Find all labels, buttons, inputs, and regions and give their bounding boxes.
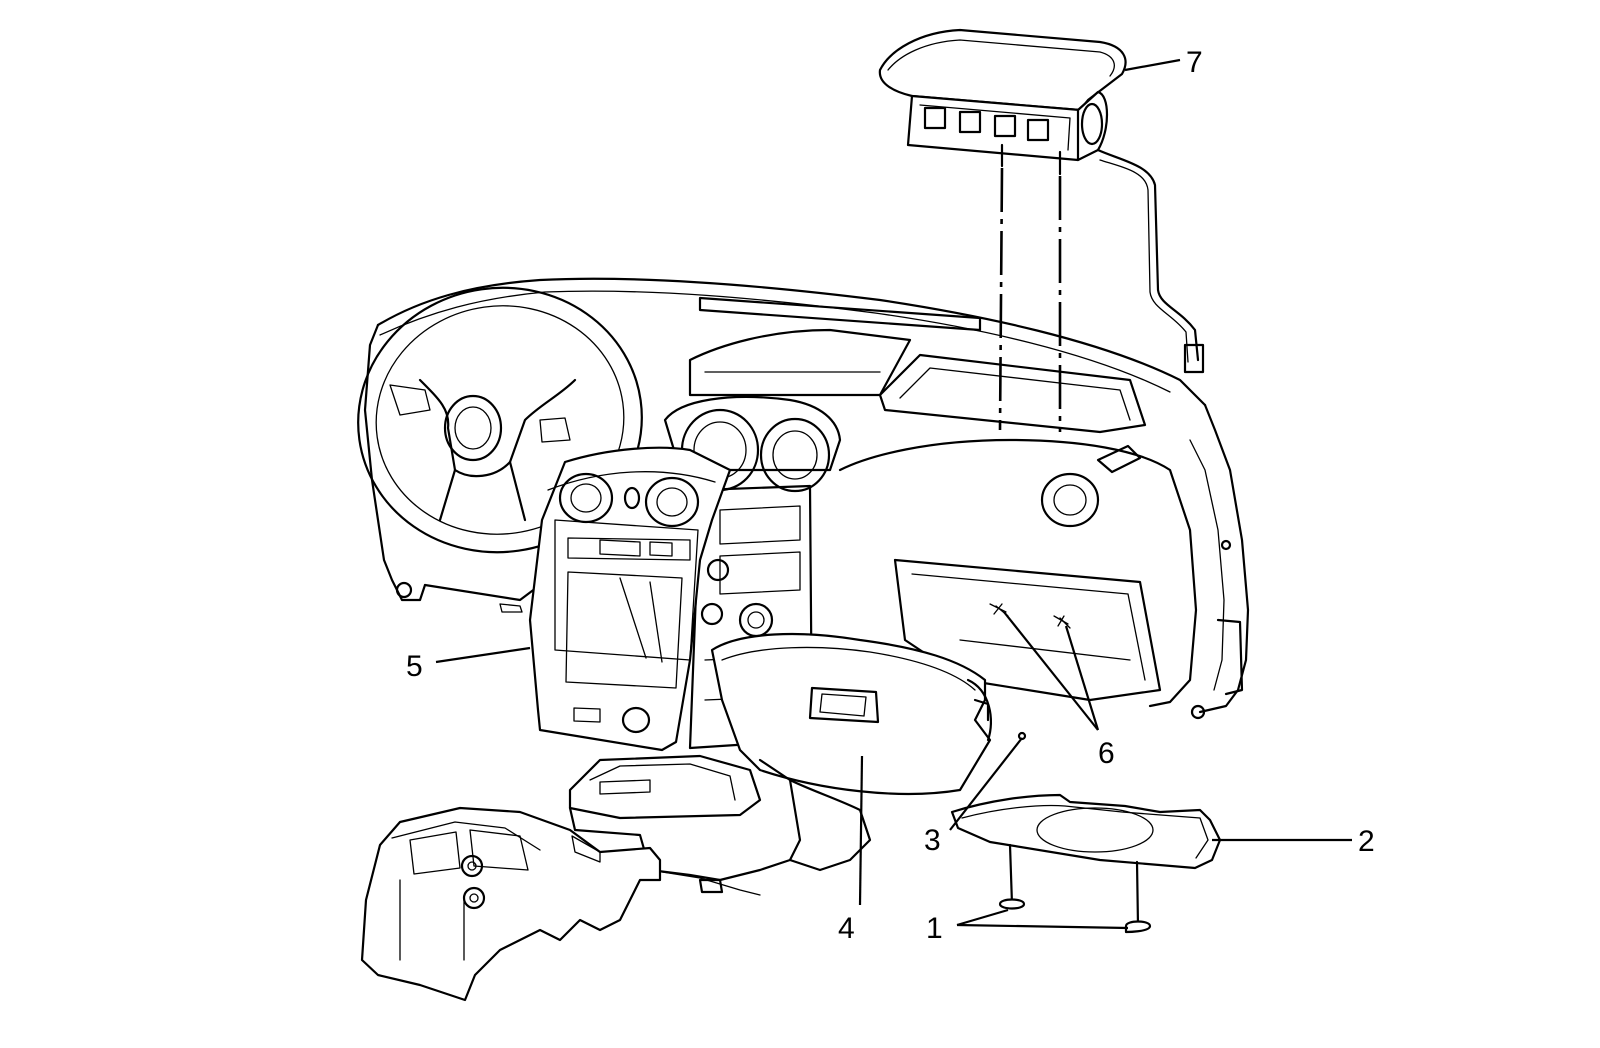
leader-6b: [1064, 625, 1100, 731]
airbag-module-part-7: [878, 28, 1205, 374]
callout-5: 5: [406, 650, 423, 683]
steering-wheel: [357, 286, 643, 554]
leader-3: [949, 737, 1023, 831]
leader-7: [1124, 58, 1181, 72]
callout-3: 3: [924, 824, 941, 857]
center-bezel-part-5: [528, 446, 732, 752]
leader-6a: [1003, 611, 1099, 731]
callout-4: 4: [838, 912, 855, 945]
insulator-panel-part-2: [950, 793, 1222, 870]
leader-1b: [956, 923, 1129, 930]
callout-1: 1: [926, 912, 943, 945]
callout-6: 6: [1098, 737, 1115, 770]
leader-1a: [956, 908, 1009, 927]
instrument-panel: [363, 277, 1250, 720]
leader-5: [435, 646, 531, 664]
callout-2: 2: [1358, 825, 1375, 858]
callout-7: 7: [1186, 46, 1203, 79]
glove-box-door-part-4: [710, 632, 992, 796]
leader-lines: [435, 58, 1352, 930]
push-pin-fasteners-part-1: [998, 843, 1152, 934]
leader-4: [858, 755, 864, 906]
callout-labels: 1 2 3 4 5 6 7: [406, 46, 1375, 945]
alignment-lines: [998, 167, 1062, 432]
rear-console-section: [360, 806, 662, 1002]
